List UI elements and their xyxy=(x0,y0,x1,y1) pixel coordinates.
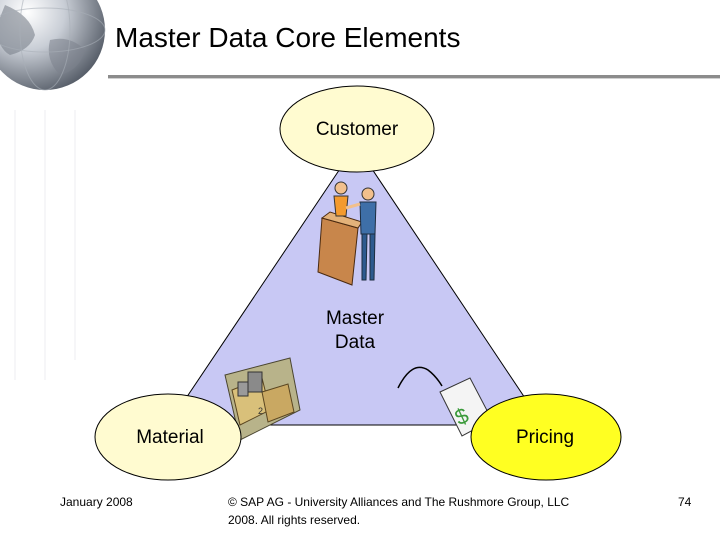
customer-label: Customer xyxy=(315,119,399,140)
footer-date: January 2008 xyxy=(60,495,133,509)
title-divider-shadow xyxy=(108,78,720,79)
title-divider xyxy=(108,75,720,78)
material-box-number: 2 xyxy=(258,406,263,416)
material-label: Material xyxy=(136,427,204,448)
center-label-line2: Data xyxy=(334,332,376,353)
pricing-label: Pricing xyxy=(515,427,575,448)
globe-logo xyxy=(0,0,106,91)
page-number: 74 xyxy=(678,495,692,509)
material-node[interactable] xyxy=(94,393,242,481)
background-grid xyxy=(0,110,110,380)
customer-service-clipart xyxy=(317,181,377,286)
master-data-triangle xyxy=(167,144,544,426)
material-clipart: 2 xyxy=(224,357,301,441)
page-title: Master Data Core Elements xyxy=(115,22,461,53)
footer-copyright-line2: 2008. All rights reserved. xyxy=(228,513,361,527)
footer-copyright-line1: © SAP AG - University Alliances and The … xyxy=(228,495,570,509)
customer-node[interactable] xyxy=(279,85,435,173)
center-label-line1: Master xyxy=(325,308,385,329)
pricing-node[interactable] xyxy=(470,393,622,481)
